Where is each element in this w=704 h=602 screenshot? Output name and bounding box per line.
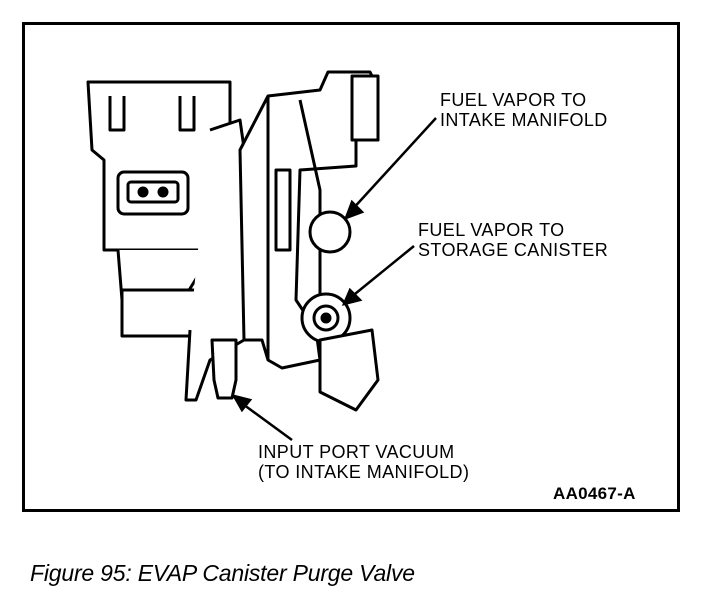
- valve-slot: [274, 168, 292, 252]
- label-intake-line1: FUEL VAPOR TO: [440, 90, 587, 110]
- label-vacuum-line1: INPUT PORT VACUUM: [258, 442, 455, 462]
- leader-vacuum: [239, 400, 293, 442]
- leader-intake-arrowhead: [343, 199, 365, 221]
- figure-id: AA0467-A: [553, 484, 636, 503]
- label-canister-line2: STORAGE CANISTER: [418, 240, 609, 260]
- port-upper-round: [308, 210, 352, 254]
- leader-canister-arrowhead: [341, 287, 363, 306]
- figure-frame: [22, 22, 680, 512]
- connector-pin-left: [137, 186, 149, 198]
- label-intake-line2: INTAKE MANIFOLD: [440, 110, 608, 130]
- label-fuel-vapor-canister: FUEL VAPOR TO STORAGE CANISTER: [418, 220, 608, 260]
- label-vacuum-line2: (TO INTAKE MANIFOLD): [258, 462, 470, 482]
- label-input-port-vacuum: INPUT PORT VACUUM (TO INTAKE MANIFOLD): [258, 442, 469, 482]
- connector-pin-right: [157, 186, 169, 198]
- label-fuel-vapor-intake: FUEL VAPOR TO INTAKE MANIFOLD: [440, 90, 608, 130]
- figure-caption: Figure 95: EVAP Canister Purge Valve: [30, 560, 415, 586]
- leader-canister: [349, 245, 415, 299]
- leader-intake: [349, 117, 437, 213]
- outlet-port-upper: [350, 74, 380, 142]
- port-lower-core: [320, 312, 332, 324]
- housing-slot-left: [108, 96, 126, 132]
- valve-body-ridge-2: [298, 99, 322, 300]
- leader-vacuum-arrowhead: [231, 394, 253, 413]
- lower-fitting: [318, 328, 380, 412]
- housing-slot-right: [178, 96, 196, 132]
- vacuum-nipple: [210, 338, 238, 400]
- label-canister-line1: FUEL VAPOR TO: [418, 220, 565, 240]
- connector-socket: [126, 180, 180, 204]
